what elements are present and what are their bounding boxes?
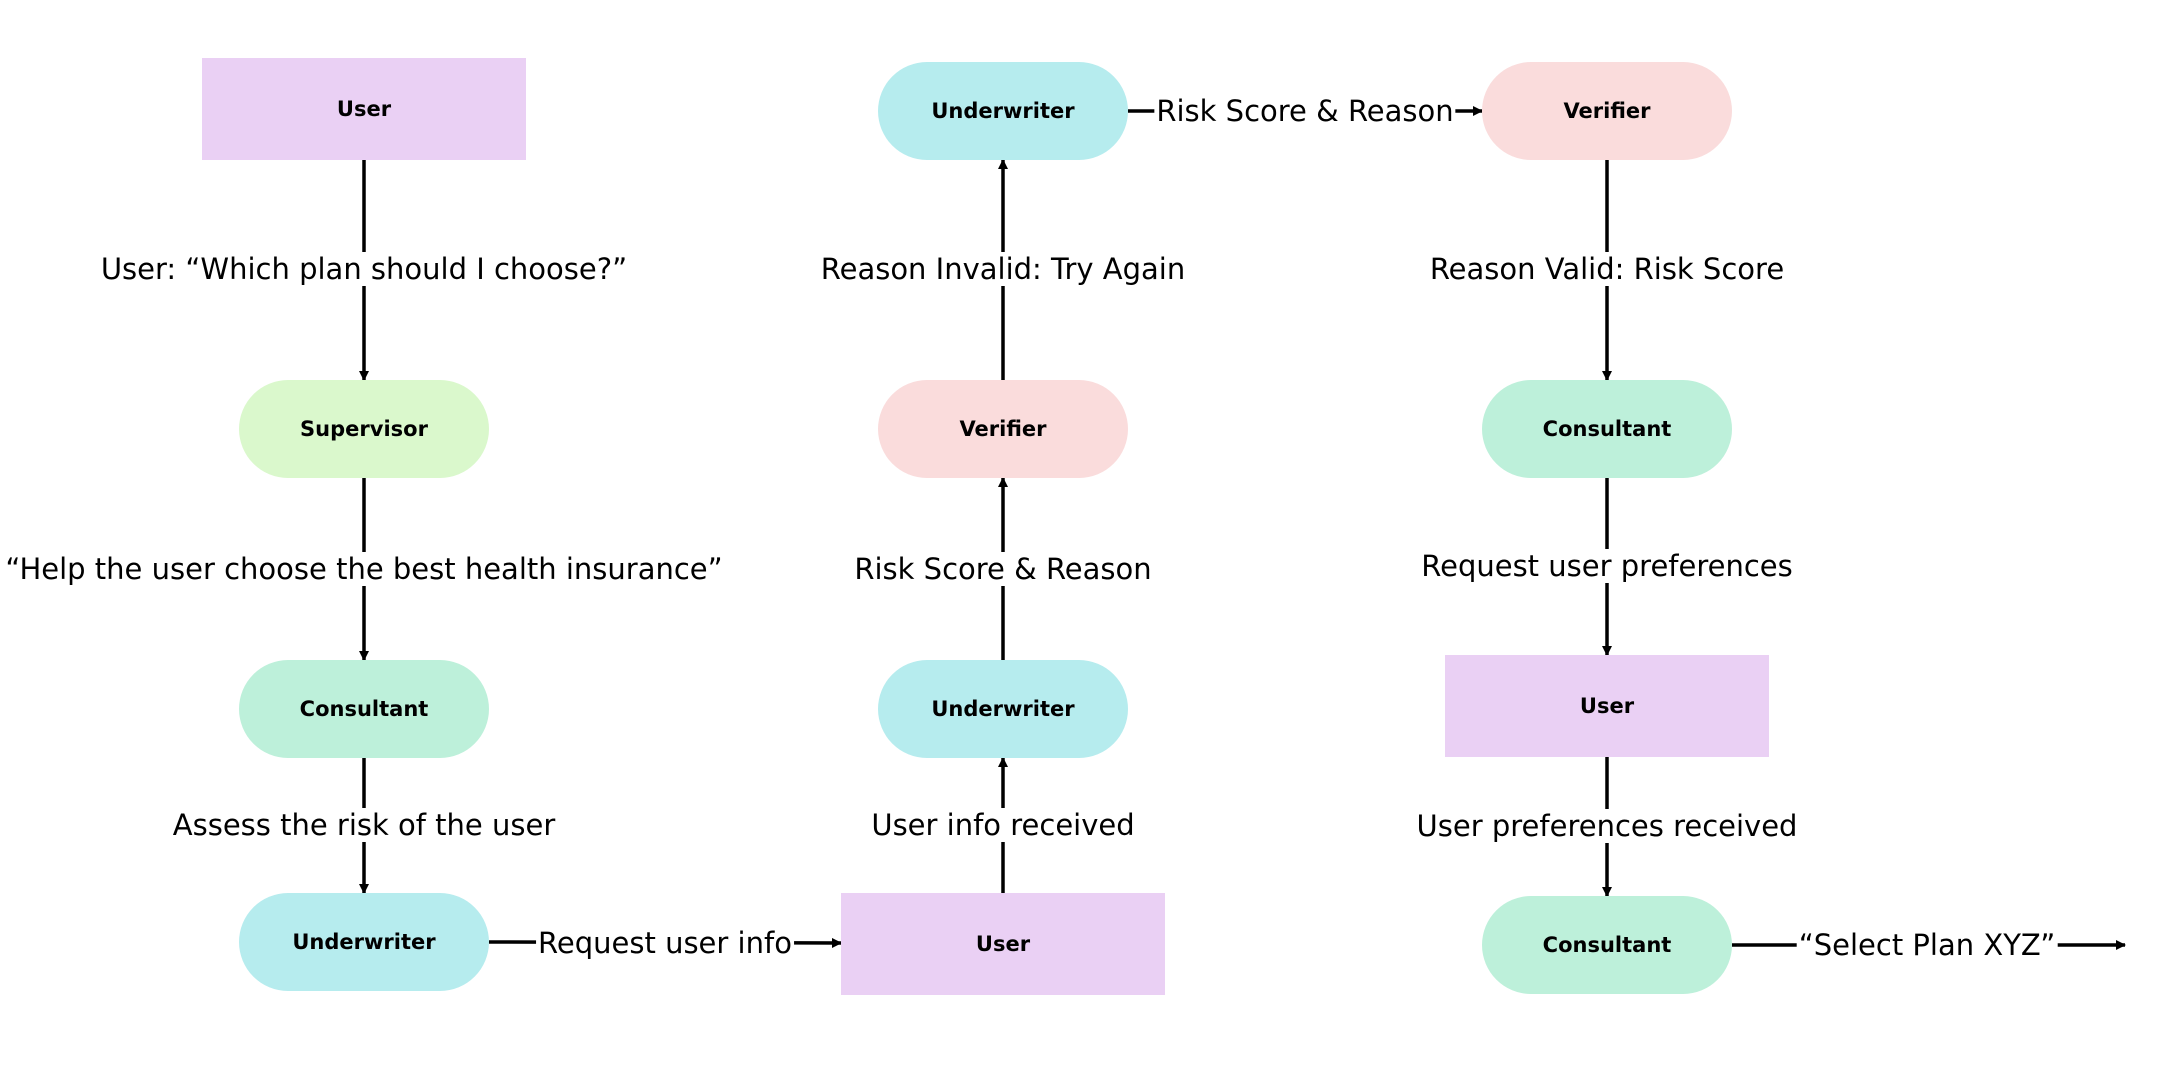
node-label: Supervisor <box>300 417 428 441</box>
user-node-1: User <box>202 58 526 160</box>
node-label: Underwriter <box>292 930 436 954</box>
consultant-node-2: Consultant <box>1482 380 1732 478</box>
verifier-node-2: Verifier <box>1482 62 1732 160</box>
node-label: Underwriter <box>931 697 1075 721</box>
edge-label-reason-valid: Reason Valid: Risk Score <box>1427 252 1787 286</box>
node-label: Underwriter <box>931 99 1075 123</box>
node-label: Consultant <box>299 697 429 721</box>
node-label: User <box>975 932 1031 956</box>
edge-label-select-plan: “Select Plan XYZ” <box>1796 928 2058 962</box>
underwriter-node-1: Underwriter <box>239 893 489 991</box>
underwriter-node-2: Underwriter <box>878 660 1128 758</box>
user-node-3: User <box>1445 655 1769 757</box>
edge-label-user-question: User: “Which plan should I choose?” <box>98 252 630 286</box>
consultant-node-1: Consultant <box>239 660 489 758</box>
edge-label-request-info: Request user info <box>536 926 794 960</box>
user-node-2: User <box>841 893 1165 995</box>
verifier-node-1: Verifier <box>878 380 1128 478</box>
node-label: Consultant <box>1542 417 1672 441</box>
underwriter-node-3: Underwriter <box>878 62 1128 160</box>
node-label: Verifier <box>959 417 1047 441</box>
edge-label-supervisor-task: “Help the user choose the best health in… <box>3 552 725 586</box>
supervisor-node: Supervisor <box>239 380 489 478</box>
edge-label-risk-reason-2: Risk Score & Reason <box>1154 94 1456 128</box>
edge-label-reason-invalid: Reason Invalid: Try Again <box>818 252 1188 286</box>
node-label: User <box>336 97 392 121</box>
edge-label-info-received: User info received <box>869 808 1137 842</box>
node-label: Consultant <box>1542 933 1672 957</box>
edge-label-prefs-received: User preferences received <box>1414 809 1800 843</box>
edge-label-risk-reason-1: Risk Score & Reason <box>852 552 1154 586</box>
edge-label-request-prefs: Request user preferences <box>1419 549 1795 583</box>
node-label: Verifier <box>1563 99 1651 123</box>
consultant-node-3: Consultant <box>1482 896 1732 994</box>
edge-label-assess-risk: Assess the risk of the user <box>170 808 558 842</box>
node-label: User <box>1579 694 1635 718</box>
